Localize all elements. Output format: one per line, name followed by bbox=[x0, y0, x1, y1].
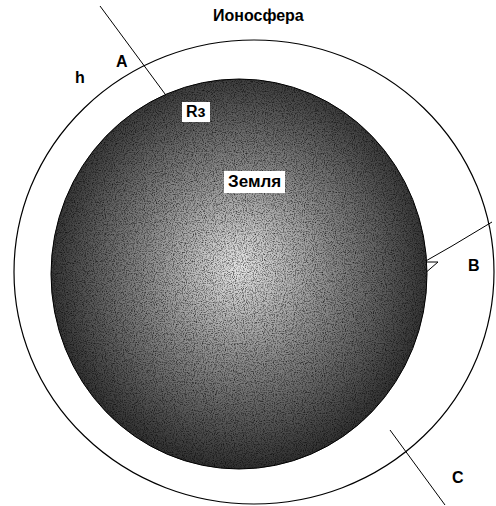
earth-shape bbox=[50, 78, 428, 470]
point-label: A bbox=[116, 53, 128, 71]
point-label: C bbox=[452, 469, 464, 487]
region-name: Земля bbox=[224, 171, 285, 193]
earth-region: Земля bbox=[50, 78, 428, 470]
radius-label: Rз bbox=[182, 102, 210, 122]
line-a bbox=[100, 6, 168, 98]
point-label: B bbox=[468, 257, 480, 275]
region-heading: Ионосфера bbox=[213, 7, 304, 25]
height-label: h bbox=[75, 69, 85, 87]
